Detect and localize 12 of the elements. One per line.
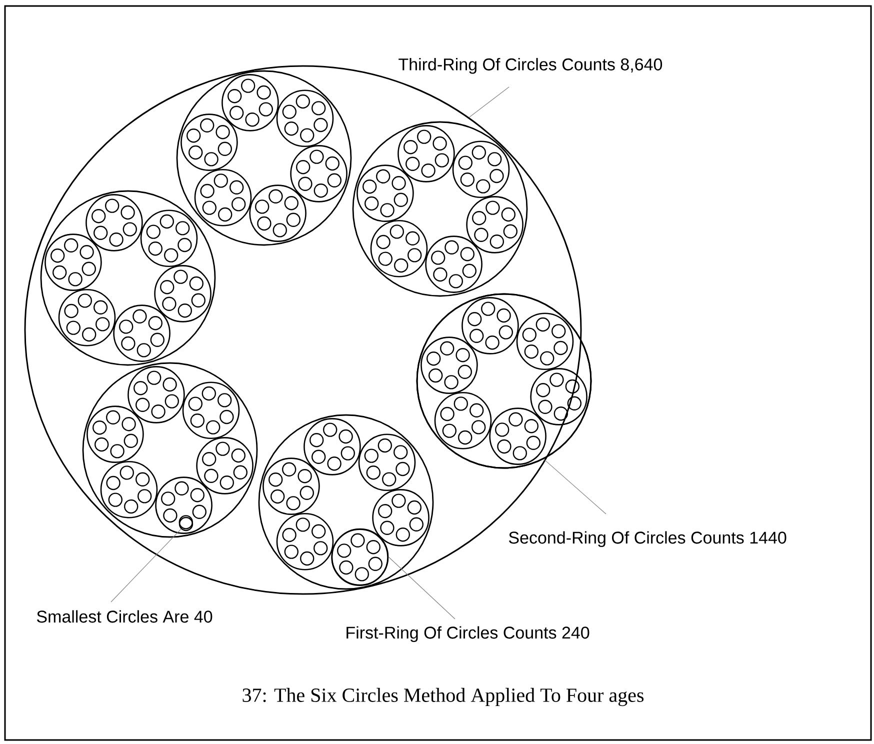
circle	[416, 293, 592, 469]
leader-line	[110, 528, 182, 602]
label-text: First-Ring Of Circles Counts 240	[346, 626, 590, 642]
leader-line	[468, 86, 510, 118]
leader-line	[544, 458, 606, 514]
leader-line	[388, 556, 456, 620]
label-text: Third-Ring Of Circles Counts 8,640	[398, 58, 662, 74]
caption: 37: The Six Circles Method Applied To Four ages	[242, 688, 644, 706]
label-text: Smallest Circles Are 40	[36, 610, 212, 623]
circle	[178, 516, 194, 532]
label-text: Second-Ring Of Circles Counts 1440	[508, 531, 786, 548]
circle	[331, 528, 389, 586]
